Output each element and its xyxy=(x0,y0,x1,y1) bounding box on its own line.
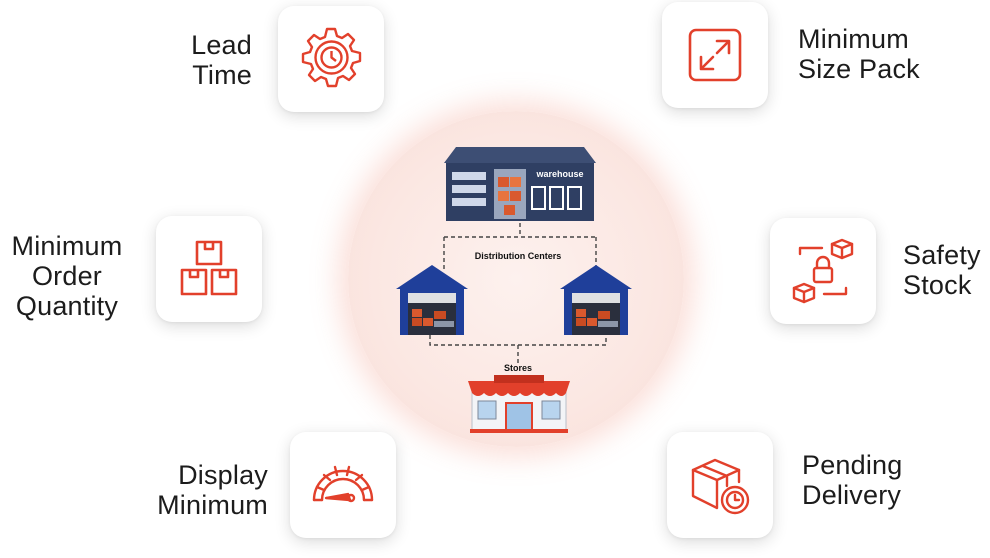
connector-lines xyxy=(429,223,607,363)
minimum-size-pack-label: Minimum Size Pack xyxy=(798,24,920,84)
stores-label: Stores xyxy=(504,363,532,373)
safety-stock-card xyxy=(770,218,876,324)
warehouse-building: warehouse xyxy=(444,147,596,221)
lock-boxes-icon xyxy=(792,238,854,304)
supply-chain-hub: warehouse Distribution Centers xyxy=(396,147,632,433)
distribution-centers-label: Distribution Centers xyxy=(475,251,562,261)
distribution-center-right xyxy=(560,265,632,335)
safety-stock-label: Safety Stock xyxy=(903,240,981,300)
warehouse-sign: warehouse xyxy=(535,169,583,179)
box-clock-icon xyxy=(691,458,750,515)
minimum-order-quantity-label: Minimum Order Quantity xyxy=(11,231,123,321)
pending-delivery-card xyxy=(667,432,773,538)
pending-delivery-label: Pending Delivery xyxy=(802,450,903,510)
stacked-boxes-icon xyxy=(180,240,238,296)
minimum-order-quantity-card xyxy=(156,216,262,322)
gear-clock-icon xyxy=(301,27,362,88)
display-minimum-label: Display Minimum xyxy=(157,460,268,520)
minimum-size-pack-card xyxy=(662,2,768,108)
store-building xyxy=(468,375,570,433)
distribution-center-left xyxy=(396,265,468,335)
lead-time-label: Lead Time xyxy=(191,30,252,90)
resize-arrows-icon xyxy=(688,28,742,82)
gauge-icon xyxy=(312,465,374,503)
display-minimum-card xyxy=(290,432,396,538)
lead-time-card xyxy=(278,6,384,112)
